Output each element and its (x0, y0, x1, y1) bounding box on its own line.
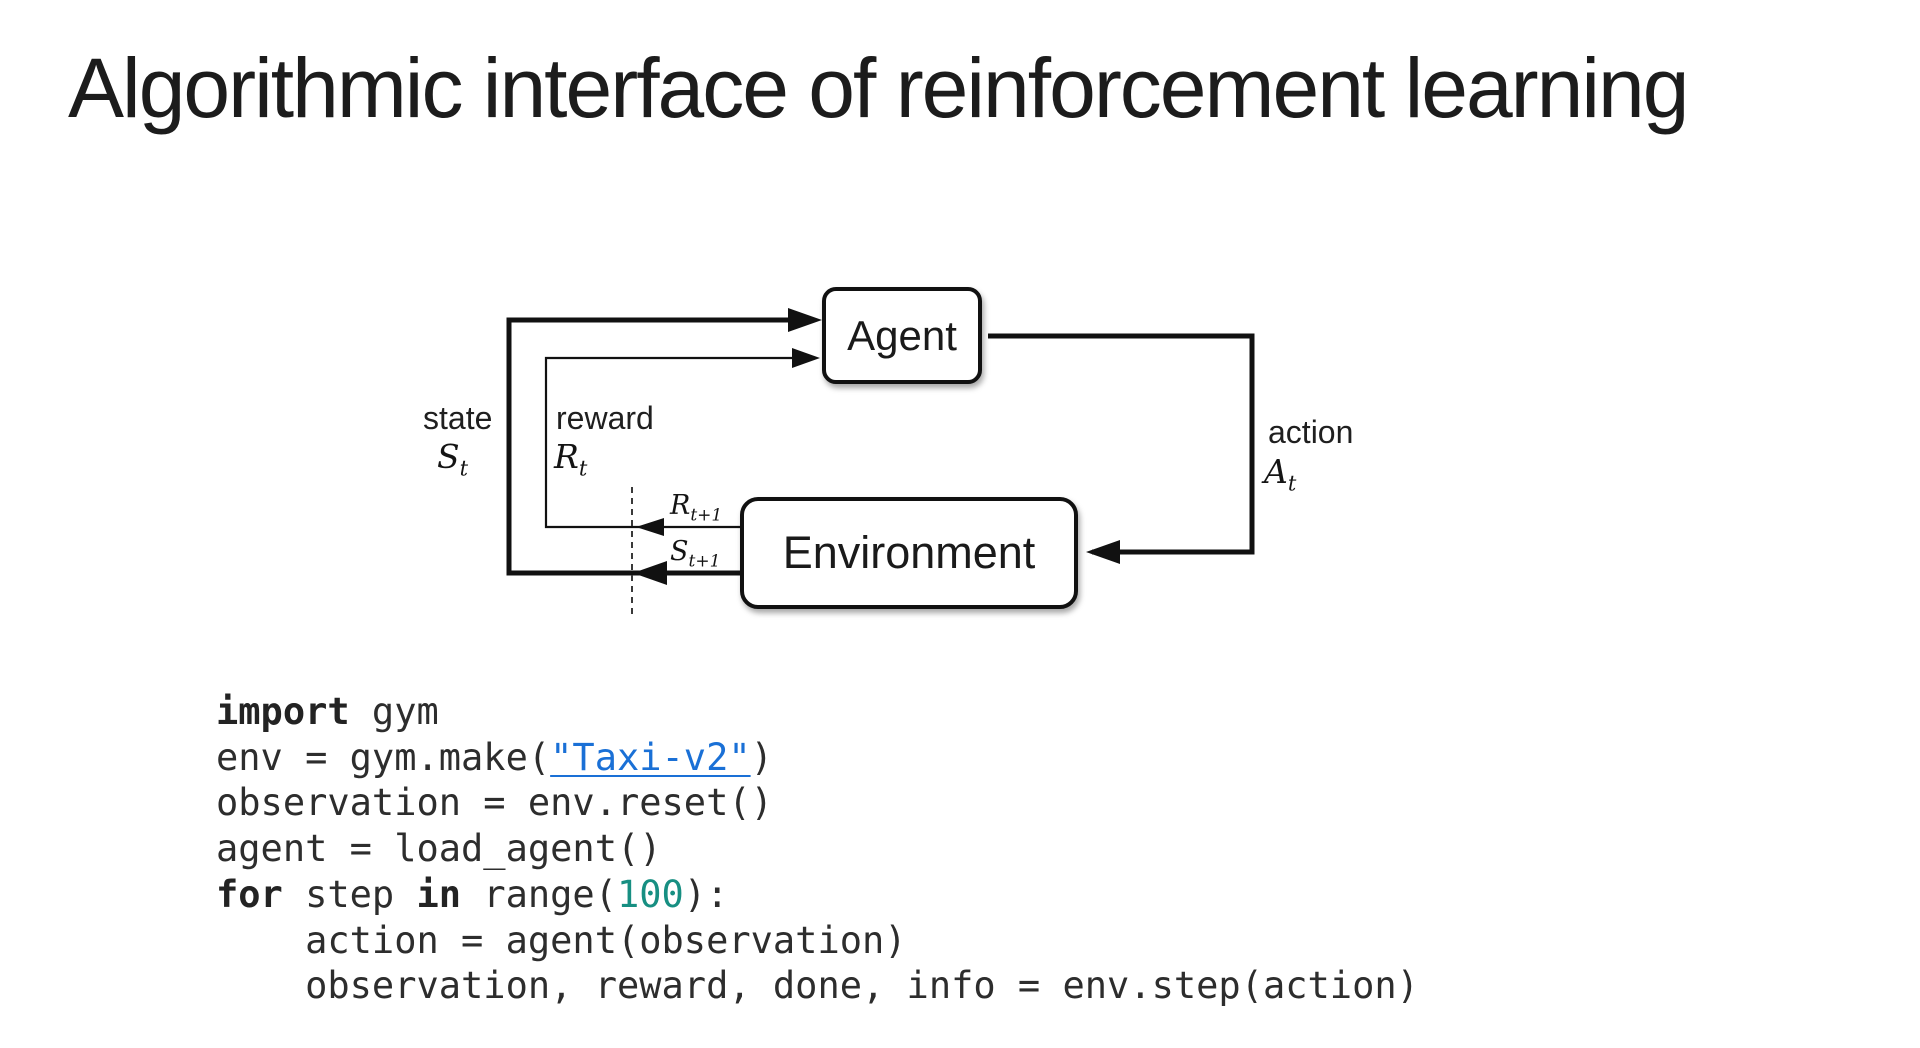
code-line: import gym (216, 689, 1419, 735)
reward-label: reward (556, 400, 654, 436)
environment-box-label: Environment (782, 527, 1036, 578)
environment-box: Environment (740, 497, 1078, 609)
code-line: for step in range(100): (216, 872, 1419, 918)
action-line (988, 333, 1255, 555)
state-arrowhead (788, 308, 822, 332)
code-text: step (282, 872, 417, 916)
agent-box-label: Agent (847, 311, 957, 359)
code-text: in (416, 872, 462, 916)
action-arrowhead (1086, 540, 1120, 564)
code-line: env = gym.make("Taxi-v2") (216, 735, 1419, 781)
code-text: ) (750, 735, 773, 779)
code-string-link[interactable]: "Taxi-v2" (550, 735, 751, 779)
code-line: observation = env.reset() (216, 780, 1419, 826)
code-text: ): (683, 872, 729, 916)
agent-box: Agent (822, 287, 982, 384)
code-text: env = gym.make( (216, 735, 551, 779)
code-text: gym (349, 690, 439, 733)
code-line: observation, reward, done, info = env.st… (216, 963, 1419, 1009)
code-text: for (216, 872, 283, 916)
code-line: action = agent(observation) (216, 918, 1419, 964)
code-text: 100 (616, 872, 684, 916)
code-text: agent = load_agent() (216, 827, 662, 871)
code-text: import (216, 690, 350, 733)
action-symbol: At (1264, 452, 1297, 496)
action-label: action (1268, 414, 1354, 450)
code-text: range( (461, 872, 617, 916)
state-next-arrowhead (633, 561, 667, 585)
code-text: observation = env.reset() (216, 781, 773, 825)
reward-next-arrowhead (636, 518, 664, 536)
code-text: action = agent(observation) (216, 918, 907, 962)
state-line (506, 317, 796, 576)
reward-next-symbol: Rt+1 (670, 490, 723, 526)
code-line: agent = load_agent() (216, 826, 1419, 872)
reward-arrowhead (792, 348, 820, 368)
state-label: state (423, 400, 493, 436)
page-title: Algorithmic interface of reinforcement l… (68, 41, 1689, 135)
state-symbol: St (437, 437, 469, 481)
reward-symbol: Rt (554, 437, 588, 481)
code-text: observation, reward, done, info = env.st… (216, 964, 1419, 1008)
state-next-symbol: St+1 (670, 536, 721, 572)
